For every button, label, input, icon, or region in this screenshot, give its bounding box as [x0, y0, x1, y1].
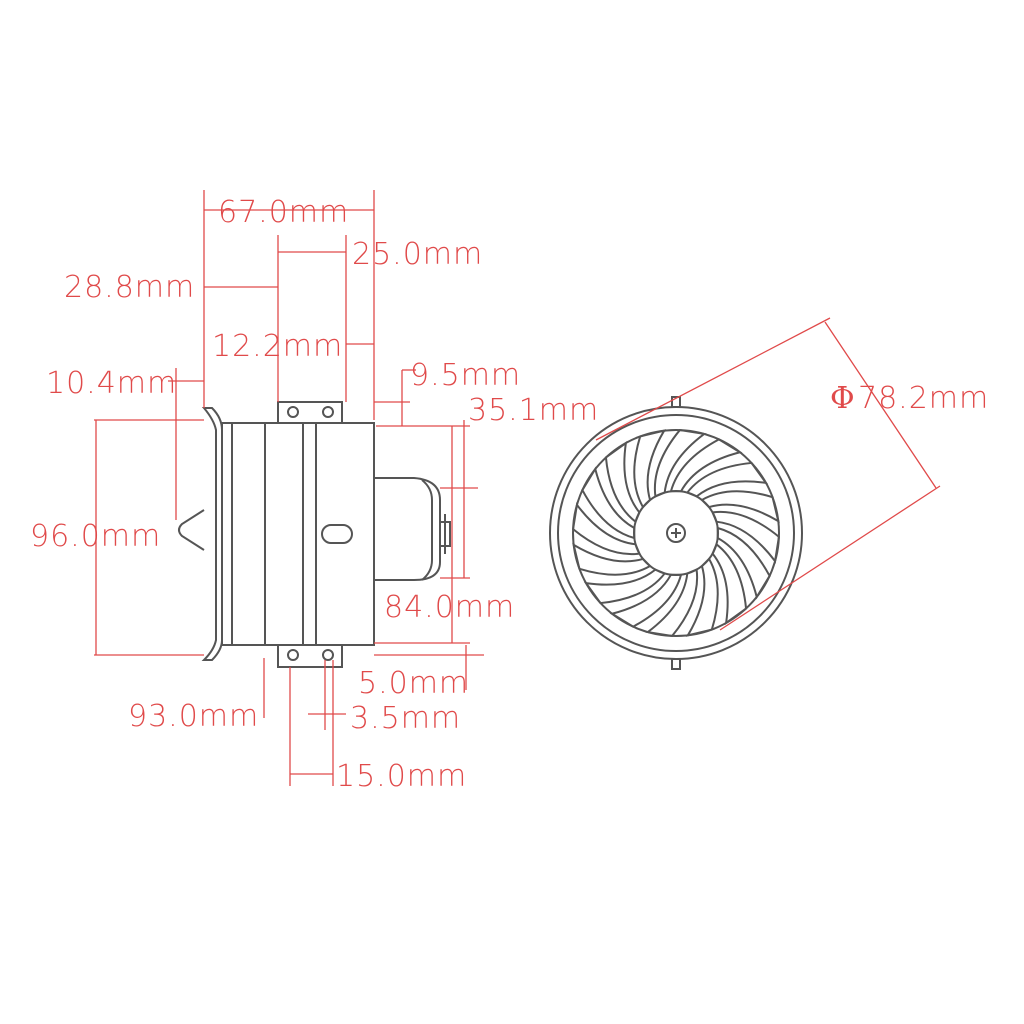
label-84mm: 84.0mm — [384, 590, 515, 625]
fan-blade — [653, 428, 707, 498]
fan-blade — [633, 429, 667, 509]
side-view — [178, 401, 451, 668]
label-25mm: 25.0mm — [352, 237, 483, 272]
fan-blade — [711, 510, 781, 564]
fan-blade — [700, 490, 780, 524]
fan-blade — [604, 440, 641, 524]
duct-slot — [321, 524, 353, 544]
fan-blade — [609, 573, 683, 628]
label-10-4mm: 10.4mm — [46, 366, 177, 401]
label-67mm: 67.0mm — [218, 195, 349, 230]
label-5mm: 5.0mm — [358, 666, 469, 701]
label-96mm: 96.0mm — [30, 519, 161, 554]
label-3-5mm: 3.5mm — [350, 701, 461, 736]
inner-rim — [557, 414, 795, 652]
fan-blade — [581, 466, 636, 540]
inlet-lip — [201, 407, 223, 661]
fan-blade — [716, 526, 771, 600]
label-28-8mm: 28.8mm — [64, 270, 195, 305]
fan-blade — [685, 557, 719, 637]
dimension-labels: 67.0mm 25.0mm 28.8mm 12.2mm 10.4mm 9.5mm… — [30, 195, 989, 794]
top-mount-tab — [277, 401, 343, 423]
fan-blade — [669, 438, 743, 493]
label-78-2mm: 78.2mm — [858, 381, 989, 416]
label-9-5mm: 9.5mm — [410, 358, 521, 393]
label-12-2mm: 12.2mm — [212, 329, 343, 364]
fan-blades — [571, 428, 781, 638]
label-93mm: 93.0mm — [128, 699, 259, 734]
duct-inner — [572, 429, 780, 637]
label-35-1mm: 35.1mm — [468, 393, 599, 428]
front-view — [549, 396, 803, 670]
fan-blade — [583, 568, 667, 605]
label-15mm: 15.0mm — [336, 759, 467, 794]
spinner-cone — [178, 509, 205, 551]
dimension-lines — [94, 190, 941, 786]
fan-blade — [711, 542, 748, 626]
fan-blade — [645, 568, 699, 638]
fan-blade — [572, 542, 652, 576]
duct-body — [221, 422, 375, 646]
fan-blade — [571, 502, 641, 556]
bottom-mount-tab — [277, 645, 343, 668]
screw-icon — [666, 523, 686, 543]
diameter-symbol: Φ — [830, 381, 855, 416]
fan-blade — [685, 461, 769, 498]
